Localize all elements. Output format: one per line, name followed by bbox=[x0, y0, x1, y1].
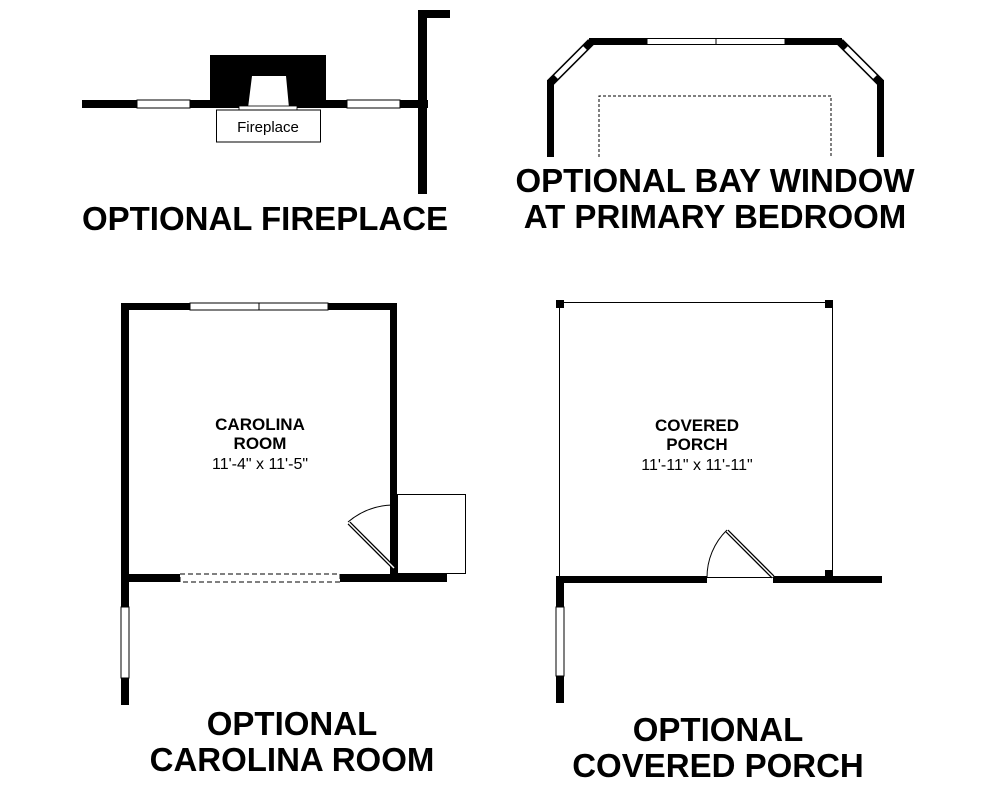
carolina-title-line1: OPTIONAL bbox=[207, 705, 378, 742]
porch-title-line1: OPTIONAL bbox=[633, 711, 804, 748]
post bbox=[825, 570, 833, 578]
bay-window-title-line2: AT PRIMARY BEDROOM bbox=[524, 198, 907, 235]
door-swing bbox=[347, 504, 393, 523]
bay-window-plan: OPTIONAL BAY WINDOW AT PRIMARY BEDROOM bbox=[515, 38, 915, 235]
carolina-room-plan: CAROLINA ROOM 11'-4" x 11'-5" OPTIONAL C… bbox=[120, 302, 466, 778]
wall bbox=[547, 80, 554, 157]
opening bbox=[179, 573, 341, 583]
window bbox=[844, 46, 877, 79]
fireplace-title: OPTIONAL FIREPLACE bbox=[82, 200, 448, 237]
room-name-line2: ROOM bbox=[234, 434, 287, 453]
post bbox=[556, 300, 564, 308]
porch-title-line2: COVERED PORCH bbox=[572, 747, 864, 784]
wall bbox=[556, 576, 707, 583]
door-swing bbox=[706, 529, 728, 579]
fireplace-opening bbox=[248, 76, 289, 108]
bump-out bbox=[397, 494, 466, 574]
bay-outline bbox=[598, 95, 832, 157]
fireplace-label: Fireplace bbox=[237, 119, 299, 136]
wall bbox=[418, 10, 450, 18]
window bbox=[346, 99, 401, 109]
porch-name-line2: PORCH bbox=[666, 435, 727, 454]
wall bbox=[877, 80, 884, 157]
wall bbox=[121, 303, 129, 705]
window bbox=[120, 606, 130, 679]
wall bbox=[773, 576, 882, 583]
porch-name-line1: COVERED bbox=[655, 416, 739, 435]
fireplace-label-box bbox=[216, 109, 321, 143]
bay-window-title-line1: OPTIONAL BAY WINDOW bbox=[515, 162, 915, 199]
window bbox=[136, 99, 191, 109]
hearth bbox=[238, 105, 298, 111]
room-dimensions: 11'-4" x 11'-5" bbox=[212, 456, 308, 473]
fireplace-plan: Fireplace OPTIONAL FIREPLACE bbox=[82, 10, 450, 237]
carolina-title-line2: CAROLINA ROOM bbox=[150, 741, 435, 778]
covered-porch-plan: COVERED PORCH 11'-11" x 11'-11" OPTIONAL… bbox=[555, 300, 882, 784]
room-name-line1: CAROLINA bbox=[215, 415, 305, 434]
window bbox=[555, 606, 565, 677]
wall bbox=[418, 10, 427, 194]
wall bbox=[390, 303, 397, 578]
window bbox=[554, 46, 587, 79]
post bbox=[825, 300, 833, 308]
porch-dimensions: 11'-11" x 11'-11" bbox=[641, 457, 752, 474]
